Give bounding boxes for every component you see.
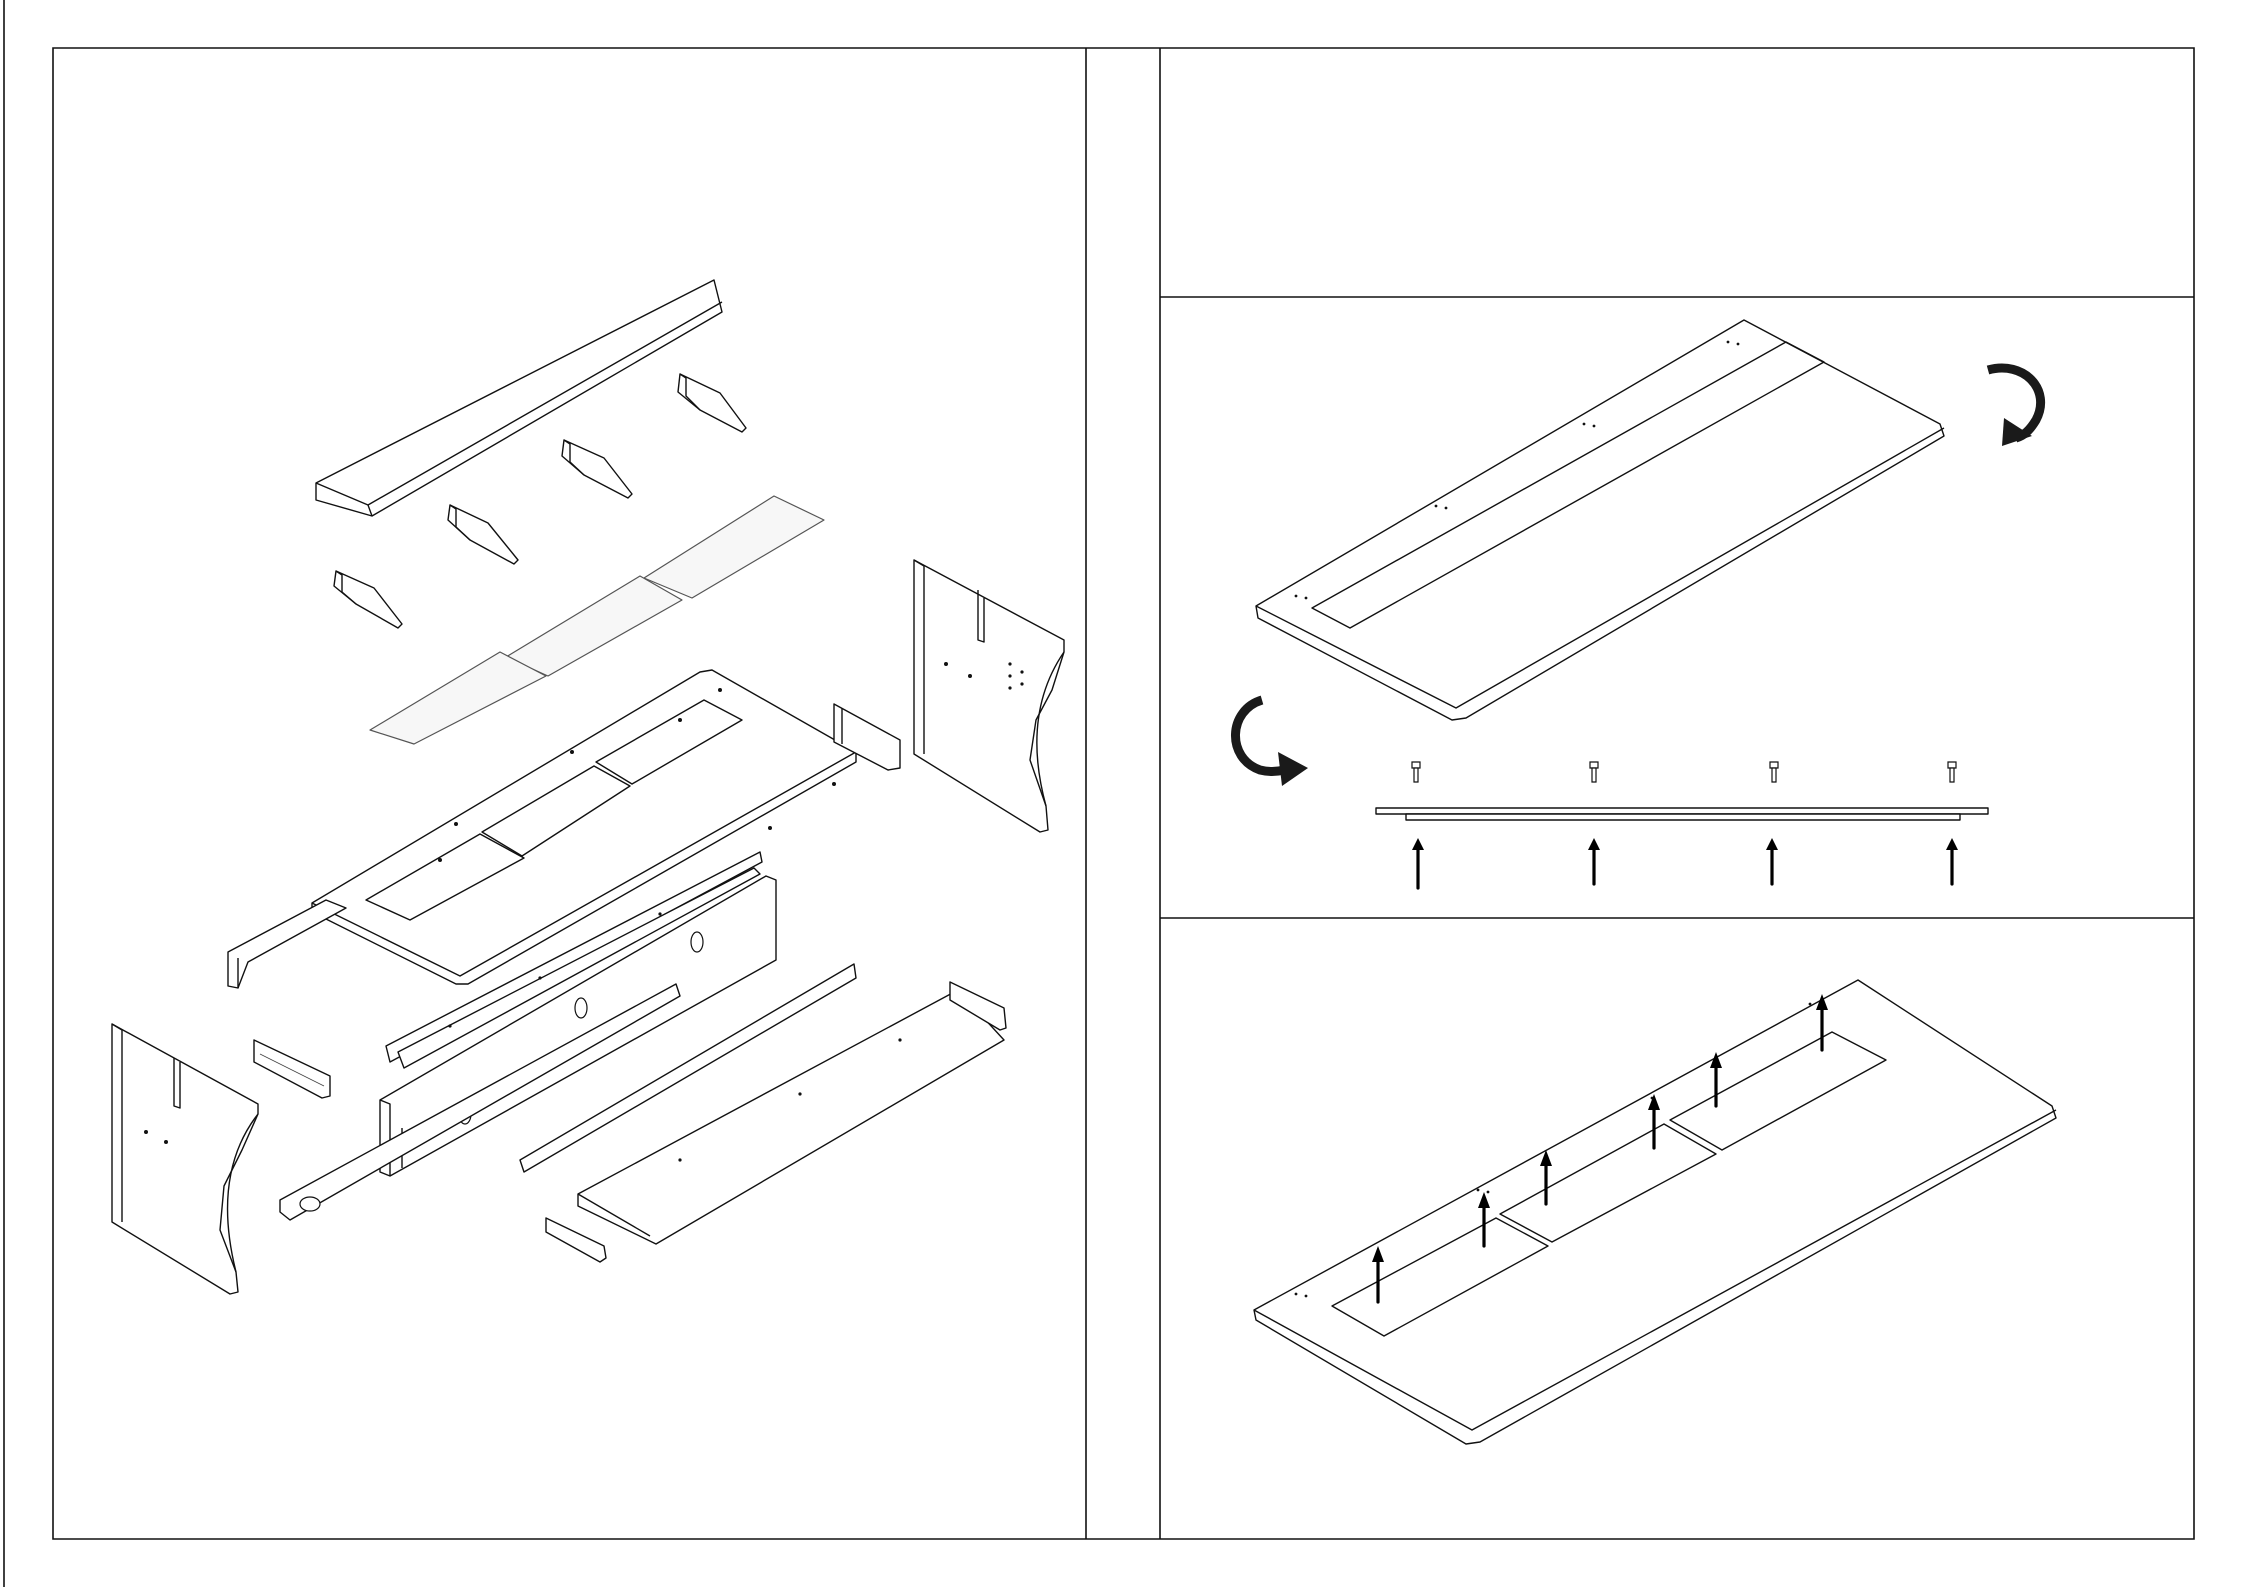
connector-block-bottom xyxy=(546,1218,606,1262)
left-side-panel xyxy=(112,1024,258,1294)
top-shelf-board xyxy=(316,280,722,516)
screw-icon-4 xyxy=(1948,762,1956,782)
insert-panel-2 xyxy=(506,576,682,676)
rotate-counterclockwise-icon xyxy=(1235,700,1308,786)
up-arrow-icon-4 xyxy=(1946,838,1958,884)
front-left-rail xyxy=(228,900,346,988)
up-arrow-icon-2 xyxy=(1588,838,1600,884)
desktop-side-view xyxy=(1376,808,1988,820)
right-side-panel xyxy=(914,560,1064,832)
page-frame xyxy=(4,0,2194,1587)
insert-panel-1 xyxy=(644,496,824,598)
desktop-with-openings xyxy=(1254,980,2056,1444)
up-arrow-icon-1 xyxy=(1412,838,1424,888)
drawer-slide xyxy=(254,1040,330,1098)
up-arrow-icon-3 xyxy=(1766,838,1778,884)
flip-and-screw-step xyxy=(1235,320,2040,888)
shelf-bracket-4 xyxy=(334,571,402,628)
lift-panels-step xyxy=(1254,980,2056,1444)
exploded-view-panel xyxy=(112,280,1064,1294)
shelf-bracket-3 xyxy=(448,505,518,564)
desktop-top-view xyxy=(1256,320,1944,720)
rotate-clockwise-icon xyxy=(1988,368,2041,446)
shelf-bracket-1 xyxy=(678,374,746,432)
screw-icon-1 xyxy=(1412,762,1420,782)
shelf-bracket-2 xyxy=(562,440,632,498)
screw-icon-3 xyxy=(1770,762,1778,782)
insert-panel-3 xyxy=(370,652,546,744)
screw-icon-2 xyxy=(1590,762,1598,782)
